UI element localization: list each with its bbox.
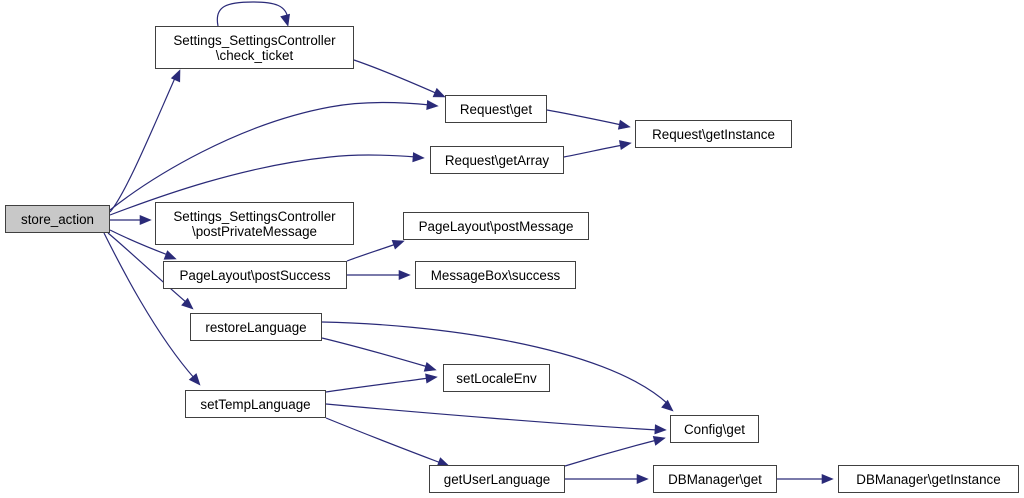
graph-node-label: Settings_SettingsController \postPrivate…	[173, 208, 336, 239]
graph-node-label: Request\getInstance	[652, 126, 775, 142]
graph-node-restore_language[interactable]: restoreLanguage	[190, 313, 322, 341]
arrowhead-store_action-to-restore_language	[181, 297, 194, 310]
graph-node-label: Settings_SettingsController \check_ticke…	[173, 32, 336, 63]
edge-pagelayout_postsuccess-to-pagelayout_postmessage	[346, 243, 397, 262]
arrowhead-check_ticket-to-check_ticket	[280, 13, 290, 27]
arrowhead-store_action-to-request_get	[426, 99, 439, 110]
graph-node-label: setLocaleEnv	[456, 370, 537, 386]
edge-store_action-to-pagelayout_postsuccess	[109, 229, 169, 256]
graph-node-dbmanager_getinstance[interactable]: DBManager\getInstance	[838, 465, 1019, 493]
edge-store_action-to-check_ticket	[109, 77, 176, 213]
graph-node-label: Request\get	[459, 101, 533, 117]
arrowhead-set_temp_language-to-set_locale_env	[425, 373, 438, 384]
graph-node-set_temp_language[interactable]: setTempLanguage	[185, 390, 326, 418]
arrowhead-store_action-to-check_ticket	[170, 69, 181, 83]
arrowhead-request_get-to-request_getinstance	[617, 119, 631, 130]
edge-request_get-to-request_getinstance	[546, 109, 623, 126]
arrowhead-dbmanager_get-to-dbmanager_getinstance	[821, 473, 834, 485]
edge-set_temp_language-to-config_get	[325, 403, 659, 431]
graph-node-label: store_action	[21, 211, 94, 227]
arrowhead-request_getarray-to-request_getinstance	[618, 140, 632, 151]
edge-get_user_language-to-config_get	[564, 439, 658, 467]
graph-node-label: Request\getArray	[444, 152, 550, 168]
graph-node-post_private_message[interactable]: Settings_SettingsController \postPrivate…	[155, 202, 354, 245]
graph-node-store_action[interactable]: store_action	[5, 205, 110, 233]
edge-check_ticket-to-request_get	[353, 59, 439, 95]
edge-set_temp_language-to-set_locale_env	[325, 377, 430, 393]
arrowhead-get_user_language-to-dbmanager_get	[636, 473, 649, 485]
arrowhead-restore_language-to-config_get	[661, 399, 674, 412]
edge-restore_language-to-config_get	[321, 321, 669, 405]
graph-node-messagebox_success[interactable]: MessageBox\success	[415, 261, 576, 289]
graph-node-dbmanager_get[interactable]: DBManager\get	[653, 465, 777, 493]
graph-node-label: restoreLanguage	[205, 319, 307, 335]
graph-node-label: DBManager\get	[668, 471, 762, 487]
graph-node-pagelayout_postsuccess[interactable]: PageLayout\postSuccess	[163, 261, 347, 289]
graph-node-label: DBManager\getInstance	[856, 471, 1001, 487]
arrowhead-store_action-to-request_getarray	[412, 152, 425, 163]
arrowhead-restore_language-to-set_locale_env	[423, 361, 437, 372]
graph-node-config_get[interactable]: Config\get	[670, 415, 759, 443]
graph-node-request_getarray[interactable]: Request\getArray	[430, 146, 564, 174]
graph-node-request_get[interactable]: Request\get	[445, 95, 547, 123]
arrowhead-set_temp_language-to-config_get	[654, 424, 667, 435]
graph-node-label: setTempLanguage	[200, 396, 311, 412]
edge-restore_language-to-set_locale_env	[321, 337, 429, 368]
edge-store_action-to-request_get	[109, 102, 431, 211]
arrowhead-check_ticket-to-request_get	[432, 87, 446, 98]
arrowhead-pagelayout_postsuccess-to-pagelayout_postmessage	[391, 239, 405, 250]
graph-node-label: PageLayout\postMessage	[418, 218, 574, 234]
graph-node-label: MessageBox\success	[430, 267, 561, 283]
edge-request_getarray-to-request_getinstance	[563, 144, 624, 158]
graph-node-get_user_language[interactable]: getUserLanguage	[429, 465, 565, 493]
edge-set_temp_language-to-get_user_language	[325, 417, 442, 464]
graph-node-label: getUserLanguage	[443, 471, 551, 487]
graph-node-check_ticket[interactable]: Settings_SettingsController \check_ticke…	[155, 26, 354, 69]
graph-node-request_getinstance[interactable]: Request\getInstance	[635, 120, 792, 148]
edge-store_action-to-request_getarray	[109, 154, 417, 216]
graph-node-pagelayout_postmessage[interactable]: PageLayout\postMessage	[403, 212, 589, 240]
graph-node-label: PageLayout\postSuccess	[179, 267, 331, 283]
graph-node-set_locale_env[interactable]: setLocaleEnv	[443, 364, 550, 392]
graph-node-label: Config\get	[683, 421, 746, 437]
edge-store_action-to-set_temp_language	[103, 232, 196, 380]
arrowhead-store_action-to-post_private_message	[139, 214, 152, 226]
arrowhead-pagelayout_postsuccess-to-messagebox_success	[398, 269, 411, 281]
arrowhead-get_user_language-to-config_get	[652, 435, 666, 446]
arrowhead-store_action-to-set_temp_language	[188, 373, 201, 386]
arrowhead-store_action-to-pagelayout_postsuccess	[163, 250, 177, 260]
edge-store_action-to-restore_language	[107, 232, 188, 304]
edge-check_ticket-to-check_ticket	[216, 1, 289, 27]
